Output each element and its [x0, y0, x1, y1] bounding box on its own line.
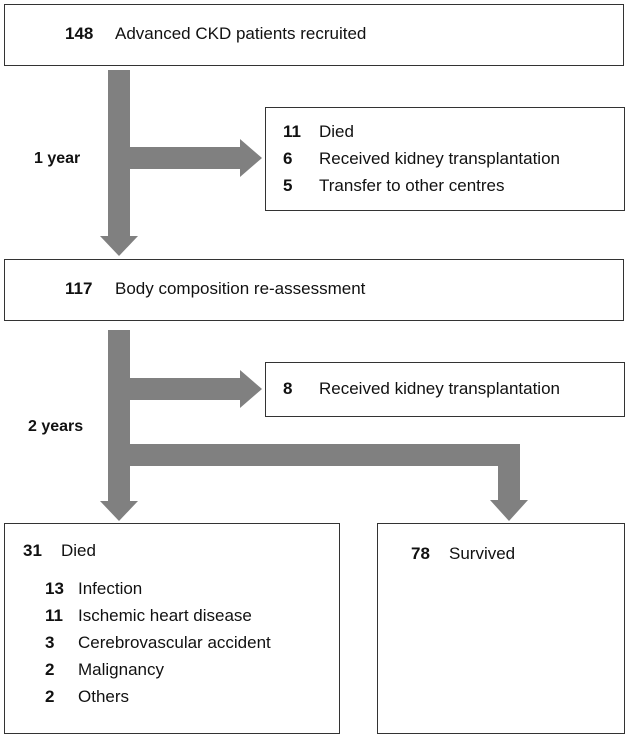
died-count: 31 — [23, 541, 42, 560]
arrow-shaft-survived-vertical — [498, 444, 520, 502]
arrow-head-to-second-exclusion — [240, 370, 262, 408]
arrow-shaft-1-year — [108, 70, 130, 238]
died-label: Died — [61, 541, 96, 560]
second-exclusion-count: 8 — [283, 379, 293, 398]
survived-count: 78 — [411, 544, 430, 563]
arrow-head-to-reassessment — [100, 236, 138, 256]
died-box: 31 Died 13 Infection 11 Ischemic heart d… — [4, 523, 340, 734]
reassessment-count: 117 — [65, 279, 93, 298]
second-exclusion-box: 8 Received kidney transplantation — [265, 362, 625, 417]
arrow-shaft-first-exclusion — [130, 147, 242, 169]
first-exclusions-box: 11 Died 6 Received kidney transplantatio… — [265, 107, 625, 211]
reassessment-box: 117 Body composition re-assessment — [4, 259, 624, 321]
recruited-count: 148 — [65, 24, 94, 43]
reassessment-label: Body composition re-assessment — [115, 279, 366, 298]
arrow-shaft-second-exclusion — [130, 378, 242, 400]
arrow-head-to-died — [100, 501, 138, 521]
survived-box: 78 Survived — [377, 523, 625, 734]
second-exclusion-label: Received kidney transplantation — [319, 379, 560, 398]
survived-label: Survived — [449, 544, 516, 563]
first-period-label: 1 year — [34, 150, 81, 167]
arrow-shaft-2-years — [108, 330, 130, 503]
recruited-label: Advanced CKD patients recruited — [115, 24, 367, 43]
arrow-shaft-survived-horizontal — [130, 444, 520, 466]
arrow-head-to-survived — [490, 500, 528, 521]
arrow-head-to-first-exclusions — [240, 139, 262, 177]
second-period-label: 2 years — [28, 418, 84, 435]
recruited-box: 148 Advanced CKD patients recruited — [4, 4, 624, 66]
